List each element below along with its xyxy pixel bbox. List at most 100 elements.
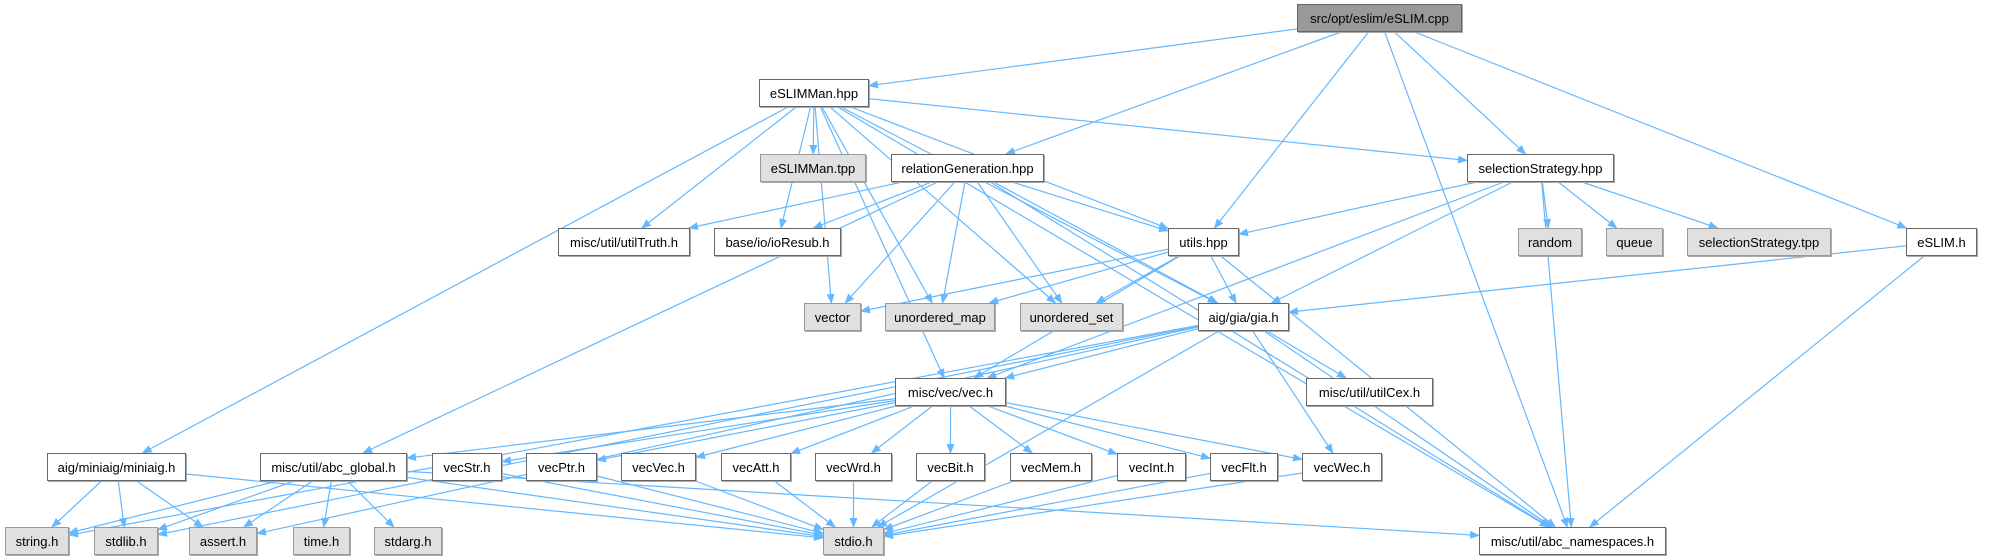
edge-vec_h-to-vecint_h bbox=[987, 405, 1118, 455]
node-selstrat-hpp[interactable]: selectionStrategy.hpp bbox=[1467, 154, 1614, 182]
node-vecatt-h[interactable]: vecAtt.h bbox=[721, 453, 791, 481]
node-abc-ns-h[interactable]: misc/util/abc_namespaces.h bbox=[1479, 527, 1666, 555]
node-ioresub-h[interactable]: base/io/ioResub.h bbox=[714, 228, 841, 256]
node-assert-h: assert.h bbox=[189, 527, 257, 555]
edge-miniaig_h-to-assert_h bbox=[136, 480, 204, 528]
node-utils-hpp[interactable]: utils.hpp bbox=[1168, 228, 1239, 256]
edge-relgen_hpp-to-vector bbox=[844, 181, 956, 304]
edge-abc_global_h-to-stdarg_h bbox=[347, 480, 395, 528]
edge-relgen_hpp-to-utils_hpp bbox=[1011, 181, 1169, 232]
edge-selstrat_hpp-to-vec_h bbox=[986, 181, 1504, 379]
node-vecint-h[interactable]: vecInt.h bbox=[1117, 453, 1186, 481]
edge-utils_hpp-to-unordered_set bbox=[1095, 255, 1180, 304]
edge-selstrat_hpp-to-utils_hpp bbox=[1238, 181, 1477, 237]
edge-eslim_cpp-to-abc_ns_h bbox=[1384, 31, 1568, 528]
edge-eslimman_hpp-to-utiltruth_h bbox=[641, 106, 797, 229]
edge-utils_hpp-to-gia_h bbox=[1210, 255, 1237, 304]
edge-selstrat_hpp-to-random bbox=[1541, 181, 1552, 229]
edge-eslimman_hpp-to-unordered_map bbox=[821, 106, 933, 304]
edge-relgen_hpp-to-utiltruth_h bbox=[688, 181, 903, 231]
edge-eslimman_hpp-to-eslimman_tpp bbox=[809, 106, 818, 155]
edge-gia_h-to-assert_h bbox=[256, 326, 1199, 536]
node-vecstr-h[interactable]: vecStr.h bbox=[432, 453, 502, 481]
edge-gia_h-to-vec_h bbox=[1004, 328, 1199, 380]
edge-vec_h-to-vecatt_h bbox=[790, 405, 915, 455]
edge-gia_h-to-stdlib_h bbox=[157, 325, 1199, 537]
edge-vecbit_h-to-stdio_h bbox=[871, 480, 933, 528]
edge-eslimman_hpp-to-vec_h bbox=[819, 106, 945, 379]
edge-relgen_hpp-to-unordered_map bbox=[940, 181, 966, 304]
node-random: random bbox=[1518, 228, 1582, 256]
node-eslimman-hpp[interactable]: eSLIMMan.hpp bbox=[759, 79, 869, 107]
node-time-h: time.h bbox=[293, 527, 350, 555]
edge-vec_h-to-vecwrd_h bbox=[870, 405, 933, 454]
edge-utils_hpp-to-vector bbox=[860, 248, 1169, 314]
node-eslimman-tpp: eSLIMMan.tpp bbox=[760, 154, 866, 182]
edge-vec_h-to-vecwec_h bbox=[1005, 402, 1303, 462]
edge-gia_h-to-abc_ns_h bbox=[1263, 330, 1553, 528]
edge-relgen_hpp-to-ioresub_h bbox=[812, 181, 932, 229]
node-vecmem-h[interactable]: vecMem.h bbox=[1010, 453, 1092, 481]
edge-relgen_hpp-to-abc_ns_h bbox=[989, 181, 1551, 528]
edge-vec_h-to-vecflt_h bbox=[1005, 405, 1211, 460]
edge-gia_h-to-vecwec_h bbox=[1252, 330, 1334, 454]
edge-gia_h-to-utilcex_h bbox=[1266, 330, 1347, 379]
node-gia-h[interactable]: aig/gia/gia.h bbox=[1198, 303, 1289, 331]
edge-abc_global_h-to-stdio_h bbox=[406, 476, 824, 540]
edge-vec_h-to-vecstr_h bbox=[501, 400, 896, 465]
edge-vecptr_h-to-stdio_h bbox=[596, 475, 824, 535]
node-vecflt-h[interactable]: vecFlt.h bbox=[1210, 453, 1278, 481]
node-eslim-h[interactable]: eSLIM.h bbox=[1906, 228, 1977, 256]
edge-selstrat_hpp-to-gia_h bbox=[1270, 181, 1513, 304]
edge-vecvec_h-to-stdio_h bbox=[695, 480, 824, 530]
node-relgen-hpp[interactable]: relationGeneration.hpp bbox=[891, 154, 1044, 182]
edge-vec_h-to-vecmem_h bbox=[968, 405, 1034, 454]
edge-vecwec_h-to-stdio_h bbox=[883, 472, 1303, 539]
edge-vecstr_h-to-stdio_h bbox=[501, 473, 824, 538]
edge-vecflt_h-to-stdio_h bbox=[883, 472, 1211, 538]
edge-eslimman_hpp-to-vector bbox=[814, 106, 835, 304]
node-vecvec-h[interactable]: vecVec.h bbox=[621, 453, 696, 481]
node-stdio-h: stdio.h bbox=[823, 527, 884, 555]
node-utilcex-h[interactable]: misc/util/utilCex.h bbox=[1306, 378, 1433, 406]
edge-eslim_cpp-to-relgen_hpp bbox=[1005, 31, 1342, 155]
edge-vecint_h-to-stdio_h bbox=[883, 474, 1118, 536]
node-selstrat-tpp: selectionStrategy.tpp bbox=[1687, 228, 1831, 256]
edge-eslim_h-to-gia_h bbox=[1288, 245, 1907, 316]
edge-relgen_hpp-to-unordered_set bbox=[976, 181, 1063, 304]
node-unordered-set: unordered_set bbox=[1020, 303, 1123, 331]
edge-vec_h-to-vecvec_h bbox=[695, 405, 897, 460]
node-miniaig-h[interactable]: aig/miniaig/miniaig.h bbox=[47, 453, 186, 481]
edge-abc_global_h-to-abc_ns_h bbox=[406, 470, 1480, 539]
node-queue: queue bbox=[1606, 228, 1663, 256]
edge-miniaig_h-to-stdio_h bbox=[185, 473, 824, 542]
edge-eslimman_hpp-to-unordered_set bbox=[829, 106, 1057, 304]
node-string-h: string.h bbox=[5, 527, 69, 555]
edge-eslim_cpp-to-eslimman_hpp bbox=[868, 28, 1298, 89]
edge-eslim_cpp-to-eslim_h bbox=[1414, 31, 1908, 229]
node-eslim-cpp[interactable]: src/opt/eslim/eSLIM.cpp bbox=[1297, 4, 1462, 32]
edge-eslimman_hpp-to-selstrat_hpp bbox=[868, 98, 1468, 164]
node-vecwrd-h[interactable]: vecWrd.h bbox=[815, 453, 892, 481]
node-utiltruth-h[interactable]: misc/util/utilTruth.h bbox=[558, 228, 690, 256]
node-vec-h[interactable]: misc/vec/vec.h bbox=[895, 378, 1006, 406]
node-vector: vector bbox=[804, 303, 861, 331]
edge-vec_h-to-abc_global_h bbox=[406, 398, 896, 461]
edge-utils_hpp-to-unordered_map bbox=[988, 251, 1169, 305]
node-abc-global-h[interactable]: misc/util/abc_global.h bbox=[260, 453, 407, 481]
edge-selstrat_hpp-to-queue bbox=[1557, 181, 1618, 229]
edge-miniaig_h-to-string_h bbox=[51, 480, 102, 528]
edge-abc_global_h-to-stdlib_h bbox=[157, 480, 295, 531]
edge-relgen_hpp-to-gia_h bbox=[993, 181, 1219, 304]
edge-eslim_h-to-abc_ns_h bbox=[1589, 255, 1925, 528]
edge-eslim_cpp-to-utils_hpp bbox=[1213, 31, 1369, 229]
node-stdarg-h: stdarg.h bbox=[374, 527, 442, 555]
edge-abc_global_h-to-assert_h bbox=[243, 480, 313, 528]
node-vecbit-h[interactable]: vecBit.h bbox=[916, 453, 985, 481]
node-unordered-map: unordered_map bbox=[885, 303, 995, 331]
edge-vecatt_h-to-stdio_h bbox=[774, 480, 836, 528]
node-vecwec-h[interactable]: vecWec.h bbox=[1302, 453, 1382, 481]
node-vecptr-h[interactable]: vecPtr.h bbox=[526, 453, 597, 481]
